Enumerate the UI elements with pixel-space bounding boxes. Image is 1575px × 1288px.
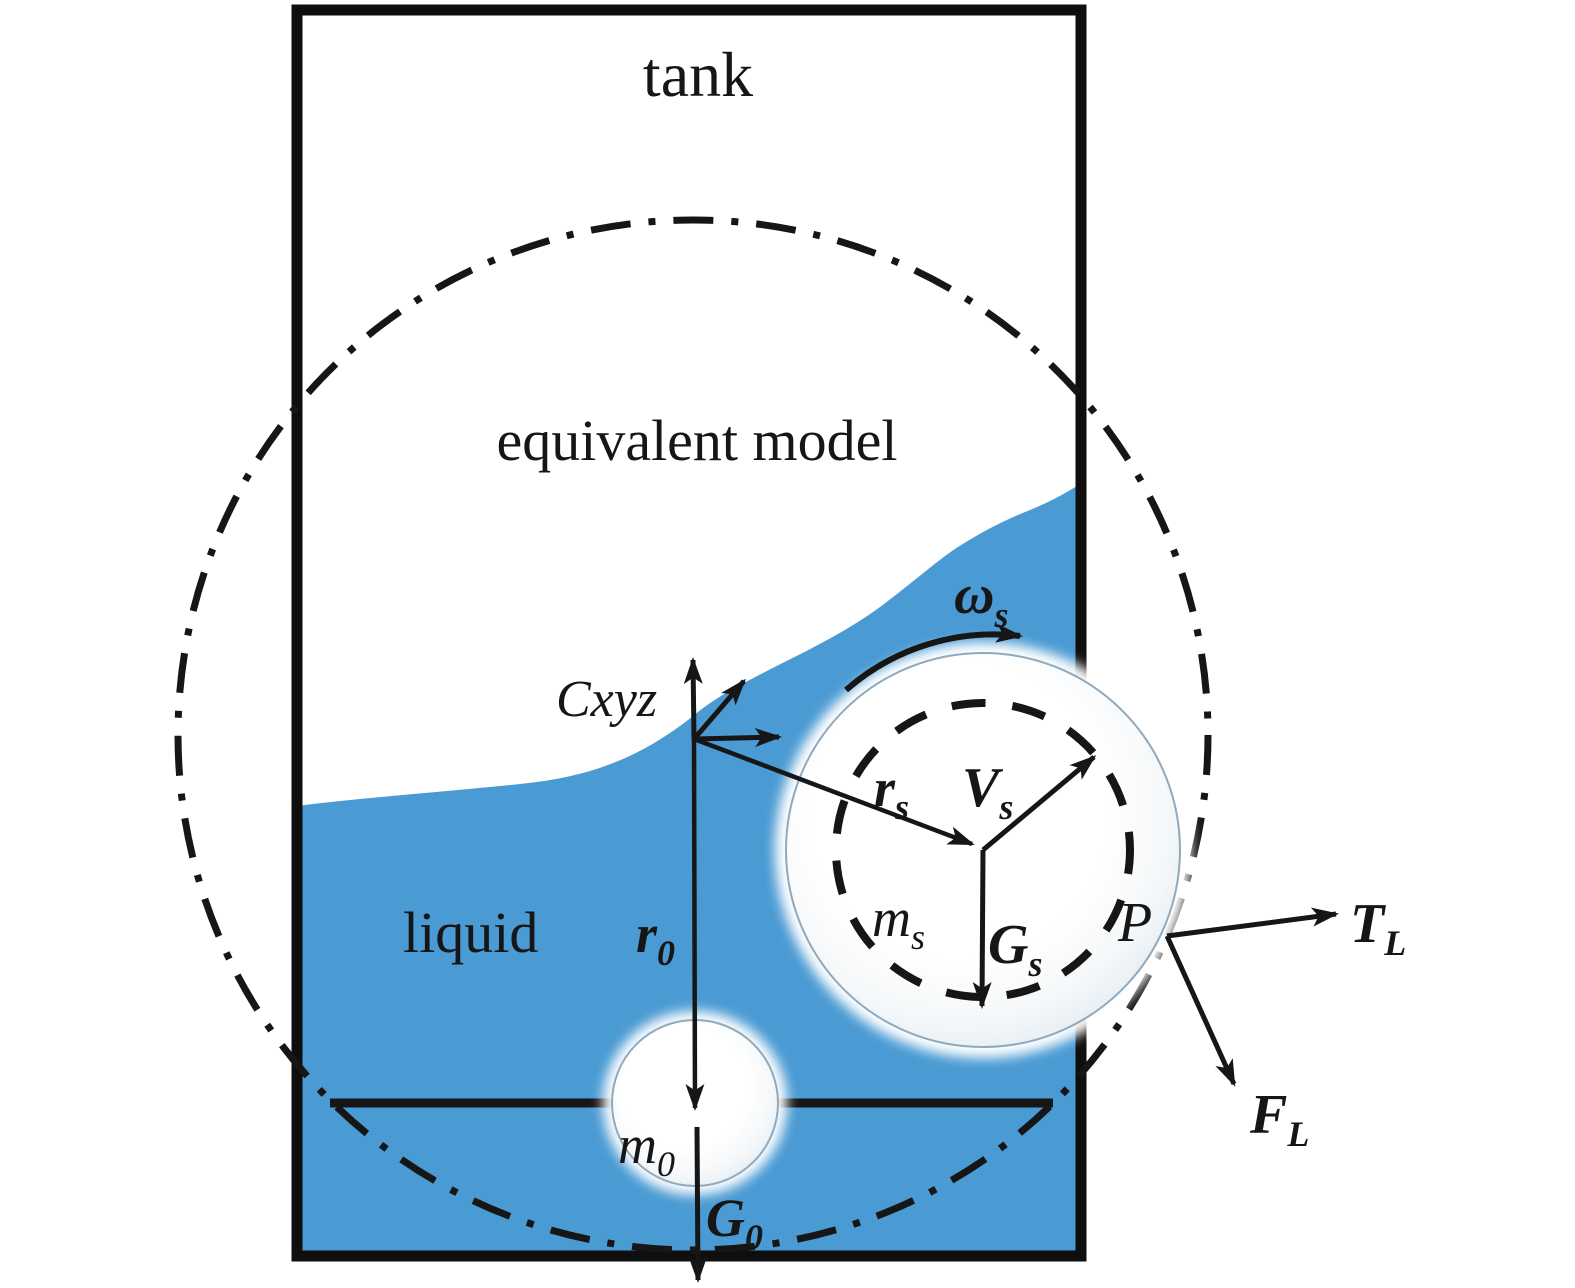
vector-rs bbox=[693, 736, 975, 847]
vector-tl bbox=[1166, 907, 1339, 939]
vector-fl bbox=[1164, 934, 1237, 1087]
tank-label: tank bbox=[643, 39, 753, 110]
liquid-label: liquid bbox=[403, 900, 538, 965]
g-0-label: G0 bbox=[706, 1188, 763, 1257]
axis-diagonal-arrow bbox=[692, 678, 746, 741]
vector-r0 bbox=[685, 738, 705, 1111]
axis-right-arrow bbox=[693, 728, 782, 748]
m-0-label: m0 bbox=[618, 1115, 675, 1184]
slosh-mass-dashed-circle bbox=[832, 699, 1134, 1001]
r-s-label: rs bbox=[874, 758, 909, 827]
equivalent-model-circle bbox=[174, 216, 1212, 1254]
frame-cxyz-label: Cxyz bbox=[556, 671, 657, 728]
g-s-label: Gs bbox=[988, 914, 1042, 984]
f-l-label: FL bbox=[1249, 1084, 1309, 1154]
t-l-label: TL bbox=[1350, 893, 1406, 963]
vector-g0 bbox=[688, 1126, 708, 1283]
axis-up-arrow bbox=[683, 657, 703, 740]
omega-spin-arc bbox=[844, 623, 1023, 693]
v-s-label: Vs bbox=[962, 757, 1013, 827]
vector-vs bbox=[981, 755, 1097, 852]
m-s-label: ms bbox=[872, 888, 925, 957]
point-p-label: P bbox=[1117, 892, 1152, 954]
omega-s-label: ωs bbox=[954, 564, 1009, 635]
vector-gs bbox=[972, 849, 992, 1009]
equivalent-model-label: equivalent model bbox=[496, 408, 897, 473]
r-0-label: r0 bbox=[636, 904, 675, 973]
